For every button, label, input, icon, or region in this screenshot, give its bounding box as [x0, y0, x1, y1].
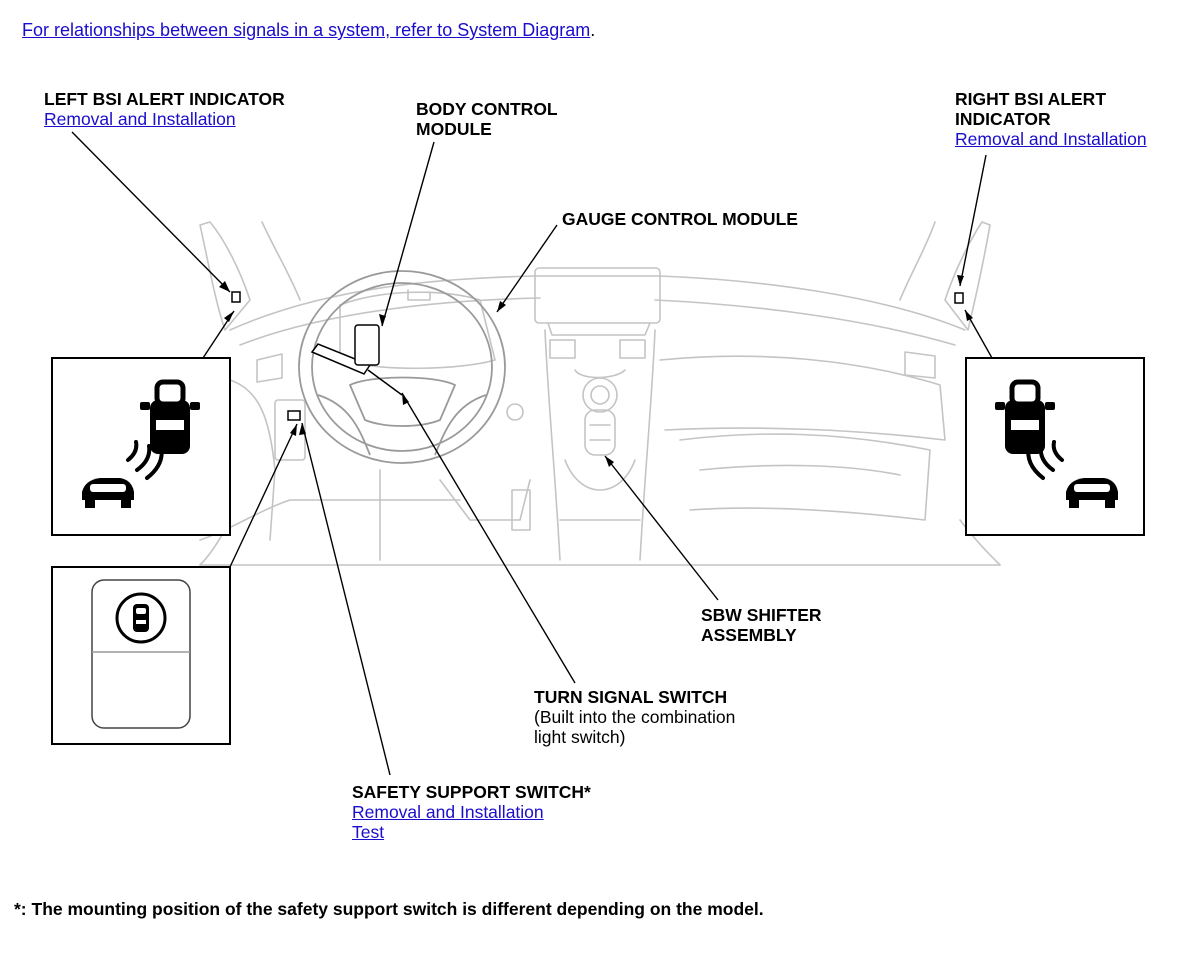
left-bsi-label: LEFT BSI ALERT INDICATOR Removal and Ins…	[44, 89, 285, 129]
left-bsi-inset	[51, 357, 231, 536]
body-control-title-line2: MODULE	[416, 119, 492, 139]
body-control-module-label: BODY CONTROL MODULE	[416, 99, 558, 139]
safety-support-switch-label: SAFETY SUPPORT SWITCH* Removal and Insta…	[352, 782, 591, 842]
intro-period: .	[590, 20, 596, 40]
right-bsi-removal-link[interactable]: Removal and Installation	[955, 129, 1147, 149]
turn-signal-sub-line2: light switch)	[534, 727, 626, 747]
right-bsi-title-line1: RIGHT BSI ALERT	[955, 89, 1107, 109]
left-bsi-marker	[231, 291, 241, 303]
gauge-control-title: GAUGE CONTROL MODULE	[562, 209, 798, 229]
intro-text: For relationships between signals in a s…	[22, 20, 595, 41]
system-diagram-link[interactable]: For relationships between signals in a s…	[22, 20, 591, 40]
right-bsi-marker	[954, 292, 964, 304]
footnote: *: The mounting position of the safety s…	[14, 899, 764, 919]
sbw-shifter-title-line2: ASSEMBLY	[701, 625, 797, 645]
turn-signal-switch-label: TURN SIGNAL SWITCH (Built into the combi…	[534, 687, 735, 747]
safety-support-switch-inset	[51, 566, 231, 745]
safety-support-removal-link[interactable]: Removal and Installation	[352, 802, 544, 822]
combination-light-switch	[310, 324, 403, 396]
right-bsi-label: RIGHT BSI ALERT INDICATOR Removal and In…	[955, 89, 1147, 149]
sbw-shifter-title-line1: SBW SHIFTER	[701, 605, 822, 625]
right-bsi-icon	[995, 379, 1118, 508]
steering-wheel	[298, 270, 506, 464]
left-bsi-removal-link[interactable]: Removal and Installation	[44, 109, 236, 129]
leader-arrowheads	[219, 275, 973, 467]
left-bsi-icon	[82, 379, 200, 508]
safety-support-title: SAFETY SUPPORT SWITCH*	[352, 782, 591, 802]
right-bsi-title-line2: INDICATOR	[955, 109, 1051, 129]
body-control-title-line1: BODY CONTROL	[416, 99, 558, 119]
left-bsi-title: LEFT BSI ALERT INDICATOR	[44, 89, 285, 109]
turn-signal-title: TURN SIGNAL SWITCH	[534, 687, 728, 707]
sbw-shifter-label: SBW SHIFTER ASSEMBLY	[701, 605, 822, 645]
gauge-control-module-label: GAUGE CONTROL MODULE	[562, 209, 798, 229]
turn-signal-sub-line1: (Built into the combination	[534, 707, 736, 727]
safety-support-test-link[interactable]: Test	[352, 822, 385, 842]
dashboard-line-art	[199, 221, 1001, 566]
right-bsi-inset	[965, 357, 1145, 536]
safety-switch-marker	[287, 410, 301, 421]
